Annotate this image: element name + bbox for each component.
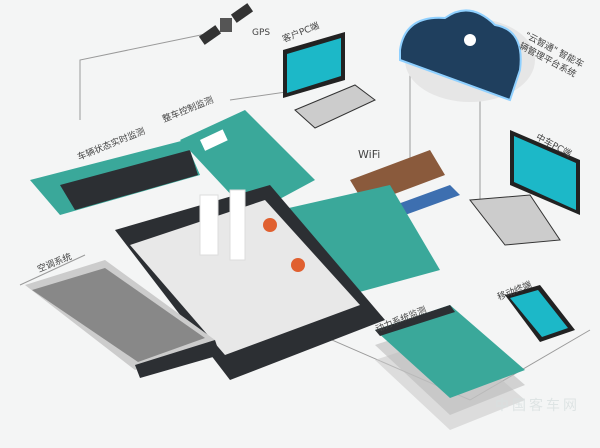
power-system-panel xyxy=(375,305,525,430)
satellite-icon xyxy=(198,3,254,45)
vehicle-control-panel xyxy=(180,110,315,215)
customer-pc-icon xyxy=(283,32,376,129)
air-conditioning-panel xyxy=(25,260,220,378)
mobile-terminal-icon xyxy=(505,285,575,342)
wifi-label: WiFi xyxy=(358,148,381,161)
crrc-pc-icon xyxy=(469,130,580,246)
gps-label: GPS xyxy=(252,28,271,38)
vehicle-status-panel xyxy=(30,140,200,215)
watermark: 中国客车网 xyxy=(495,398,580,414)
smartphone xyxy=(115,185,385,380)
cloud-platform-icon xyxy=(399,9,535,102)
